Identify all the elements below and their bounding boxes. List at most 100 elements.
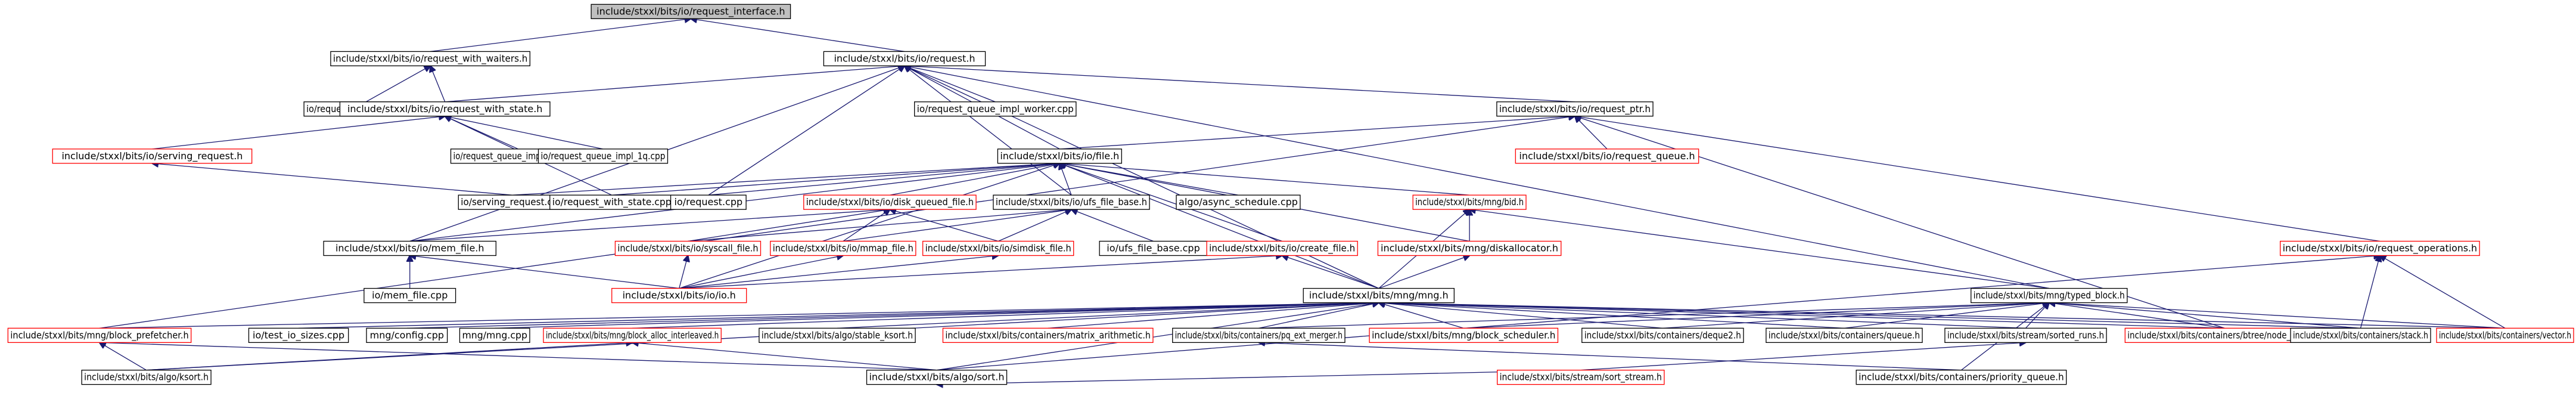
node-servh[interactable]: include/stxxl/bits/io/serving_request.h xyxy=(52,148,253,164)
edge-sruns-to-tblk xyxy=(2025,303,2049,329)
node-bpref[interactable]: include/stxxl/bits/mng/block_prefetcher.… xyxy=(7,327,192,343)
node-ufscpp[interactable]: io/ufs_file_base.cpp xyxy=(1099,240,1208,256)
edge-sysf-to-ufs xyxy=(688,209,1071,242)
node-box xyxy=(591,4,791,19)
node-rqh[interactable]: include/stxxl/bits/io/request_queue.h xyxy=(1515,148,1699,164)
node-rqiw[interactable]: io/request_queue_impl_worker.cpp xyxy=(914,101,1077,117)
node-box xyxy=(1099,240,1208,256)
node-label: include/stxxl/bits/io/request_with_waite… xyxy=(333,52,527,64)
node-pqext[interactable]: include/stxxl/bits/containers/pq_ext_mer… xyxy=(1172,327,1346,343)
node-label: include/stxxl/bits/stream/sort_stream.h xyxy=(1500,372,1662,383)
node-root[interactable]: include/stxxl/bits/io/request_interface.… xyxy=(591,4,791,19)
node-ioh[interactable]: include/stxxl/bits/io/io.h xyxy=(611,287,747,304)
node-box xyxy=(803,194,977,210)
node-label: include/stxxl/bits/algo/stable_ksort.h xyxy=(762,329,913,341)
node-mngcfg[interactable]: mng/config.cpp xyxy=(366,327,448,343)
node-label: include/stxxl/bits/mng/diskallocator.h xyxy=(1381,242,1558,253)
node-box xyxy=(2279,240,2480,256)
node-box xyxy=(543,327,722,343)
node-rww[interactable]: include/stxxl/bits/io/request_with_waite… xyxy=(330,51,531,67)
node-box xyxy=(81,369,212,385)
edge-sysf-to-dqf xyxy=(688,209,890,242)
node-mngh[interactable]: include/stxxl/bits/mng/mng.h xyxy=(1303,287,1455,304)
node-box xyxy=(914,101,1077,117)
node-vectorh[interactable]: include/stxxl/bits/containers/vector.h xyxy=(2436,327,2574,343)
edge-mmapf-to-ufs xyxy=(843,209,1071,242)
node-memcpp[interactable]: io/mem_file.cpp xyxy=(363,287,456,304)
node-label: include/stxxl/bits/containers/pq_ext_mer… xyxy=(1175,329,1343,341)
node-box xyxy=(537,148,669,164)
node-iots[interactable]: io/test_io_sizes.cpp xyxy=(248,327,349,343)
node-box xyxy=(670,194,747,210)
node-box xyxy=(1971,287,2128,304)
node-box xyxy=(1496,369,1665,385)
node-label: include/stxxl/bits/containers/vector.h xyxy=(2439,329,2571,341)
node-deque2[interactable]: include/stxxl/bits/containers/deque2.h xyxy=(1581,327,1744,343)
node-ksort[interactable]: include/stxxl/bits/algo/ksort.h xyxy=(81,369,212,385)
node-sstream[interactable]: include/stxxl/bits/stream/sort_stream.h xyxy=(1496,369,1665,385)
node-label: include/stxxl/bits/mng/block_prefetcher.… xyxy=(10,329,188,341)
node-prioq[interactable]: include/stxxl/bits/containers/priority_q… xyxy=(1856,369,2067,385)
nodes-layer: include/stxxl/bits/io/request_interface.… xyxy=(7,4,2574,385)
node-stackh[interactable]: include/stxxl/bits/containers/stack.h xyxy=(2290,327,2431,343)
node-memf[interactable]: include/stxxl/bits/io/mem_file.h xyxy=(323,240,497,256)
node-queueh[interactable]: include/stxxl/bits/containers/queue.h xyxy=(1766,327,1923,343)
node-box xyxy=(7,327,192,343)
node-balloc[interactable]: include/stxxl/bits/mng/block_alloc_inter… xyxy=(543,327,722,343)
node-box xyxy=(1172,327,1346,343)
node-req[interactable]: include/stxxl/bits/io/request.h xyxy=(823,51,986,67)
edge-dqf-to-file xyxy=(890,163,1059,196)
node-label: include/stxxl/bits/mng/block_scheduler.h xyxy=(1372,329,1555,341)
node-label: include/stxxl/bits/mng/bid.h xyxy=(1415,196,1524,208)
edge-sstream-to-sruns xyxy=(1580,342,2026,371)
edge-rww-to-root xyxy=(430,18,691,52)
node-bid[interactable]: include/stxxl/bits/mng/bid.h xyxy=(1412,194,1527,210)
node-sruns[interactable]: include/stxxl/bits/stream/sorted_runs.h xyxy=(1944,327,2107,343)
node-box xyxy=(1766,327,1923,343)
node-tblk[interactable]: include/stxxl/bits/mng/typed_block.h xyxy=(1971,287,2128,304)
edge-ropsh-to-rptr xyxy=(1575,116,2380,242)
edge-bid-to-file xyxy=(1059,163,1470,196)
edge-mngh-to-file xyxy=(1059,163,1379,289)
node-ksort0[interactable]: include/stxxl/bits/algo/stable_ksort.h xyxy=(759,327,916,343)
node-sorth[interactable]: include/stxxl/bits/algo/sort.h xyxy=(866,369,1008,385)
edge-file-to-rptr xyxy=(1059,116,1575,150)
edge-deque2-to-mngh xyxy=(1379,303,1663,329)
node-cref[interactable]: include/stxxl/bits/io/create_file.h xyxy=(1206,240,1358,256)
edge-rqiw-to-req xyxy=(905,66,996,103)
node-label: include/stxxl/bits/io/mem_file.h xyxy=(335,242,484,254)
node-rws[interactable]: include/stxxl/bits/io/request_with_state… xyxy=(339,101,551,117)
node-label: include/stxxl/bits/io/ufs_file_base.h xyxy=(996,196,1147,208)
node-rqi1[interactable]: io/request_queue_impl_1q.cpp xyxy=(537,148,669,164)
edge-matarith-to-mngh xyxy=(1048,303,1379,329)
node-label: include/stxxl/bits/algo/ksort.h xyxy=(84,372,209,383)
edge-ioh-to-memf xyxy=(410,255,679,289)
node-label: include/stxxl/bits/containers/stack.h xyxy=(2293,329,2428,341)
node-box xyxy=(1303,287,1455,304)
node-simf[interactable]: include/stxxl/bits/io/simdisk_file.h xyxy=(922,240,1074,256)
node-servcpp[interactable]: io/serving_request.cpp xyxy=(458,194,567,210)
node-reqcpp[interactable]: io/request.cpp xyxy=(670,194,747,210)
node-mngcpp[interactable]: mng/mng.cpp xyxy=(459,327,530,343)
node-ropsh[interactable]: include/stxxl/bits/io/request_operations… xyxy=(2279,240,2480,256)
node-matarith[interactable]: include/stxxl/bits/containers/matrix_ari… xyxy=(942,327,1154,343)
node-file[interactable]: include/stxxl/bits/io/file.h xyxy=(997,148,1122,164)
edge-ksort-to-balloc xyxy=(146,342,632,371)
edge-simf-to-ufs xyxy=(998,209,1071,242)
node-rptr[interactable]: include/stxxl/bits/io/request_ptr.h xyxy=(1496,101,1654,117)
node-label: mng/mng.cpp xyxy=(462,329,527,341)
node-bsched[interactable]: include/stxxl/bits/mng/block_scheduler.h xyxy=(1369,327,1559,343)
edge-rws-to-req xyxy=(445,66,905,103)
node-async[interactable]: algo/async_schedule.cpp xyxy=(1176,194,1301,210)
node-ufs[interactable]: include/stxxl/bits/io/ufs_file_base.h xyxy=(993,194,1150,210)
node-mmapf[interactable]: include/stxxl/bits/io/mmap_file.h xyxy=(770,240,916,256)
node-rwscpp[interactable]: io/request_with_state.cpp xyxy=(549,194,675,210)
node-dqf[interactable]: include/stxxl/bits/io/disk_queued_file.h xyxy=(803,194,977,210)
node-label: include/stxxl/bits/mng/mng.h xyxy=(1309,290,1449,301)
edge-servcpp-to-file xyxy=(512,163,1060,196)
node-sysf[interactable]: include/stxxl/bits/io/syscall_file.h xyxy=(614,240,762,256)
node-dalloc[interactable]: include/stxxl/bits/mng/diskallocator.h xyxy=(1377,240,1562,256)
edge-balloc-to-mngh xyxy=(632,303,1379,329)
node-box xyxy=(1944,327,2107,343)
node-box xyxy=(759,327,916,343)
